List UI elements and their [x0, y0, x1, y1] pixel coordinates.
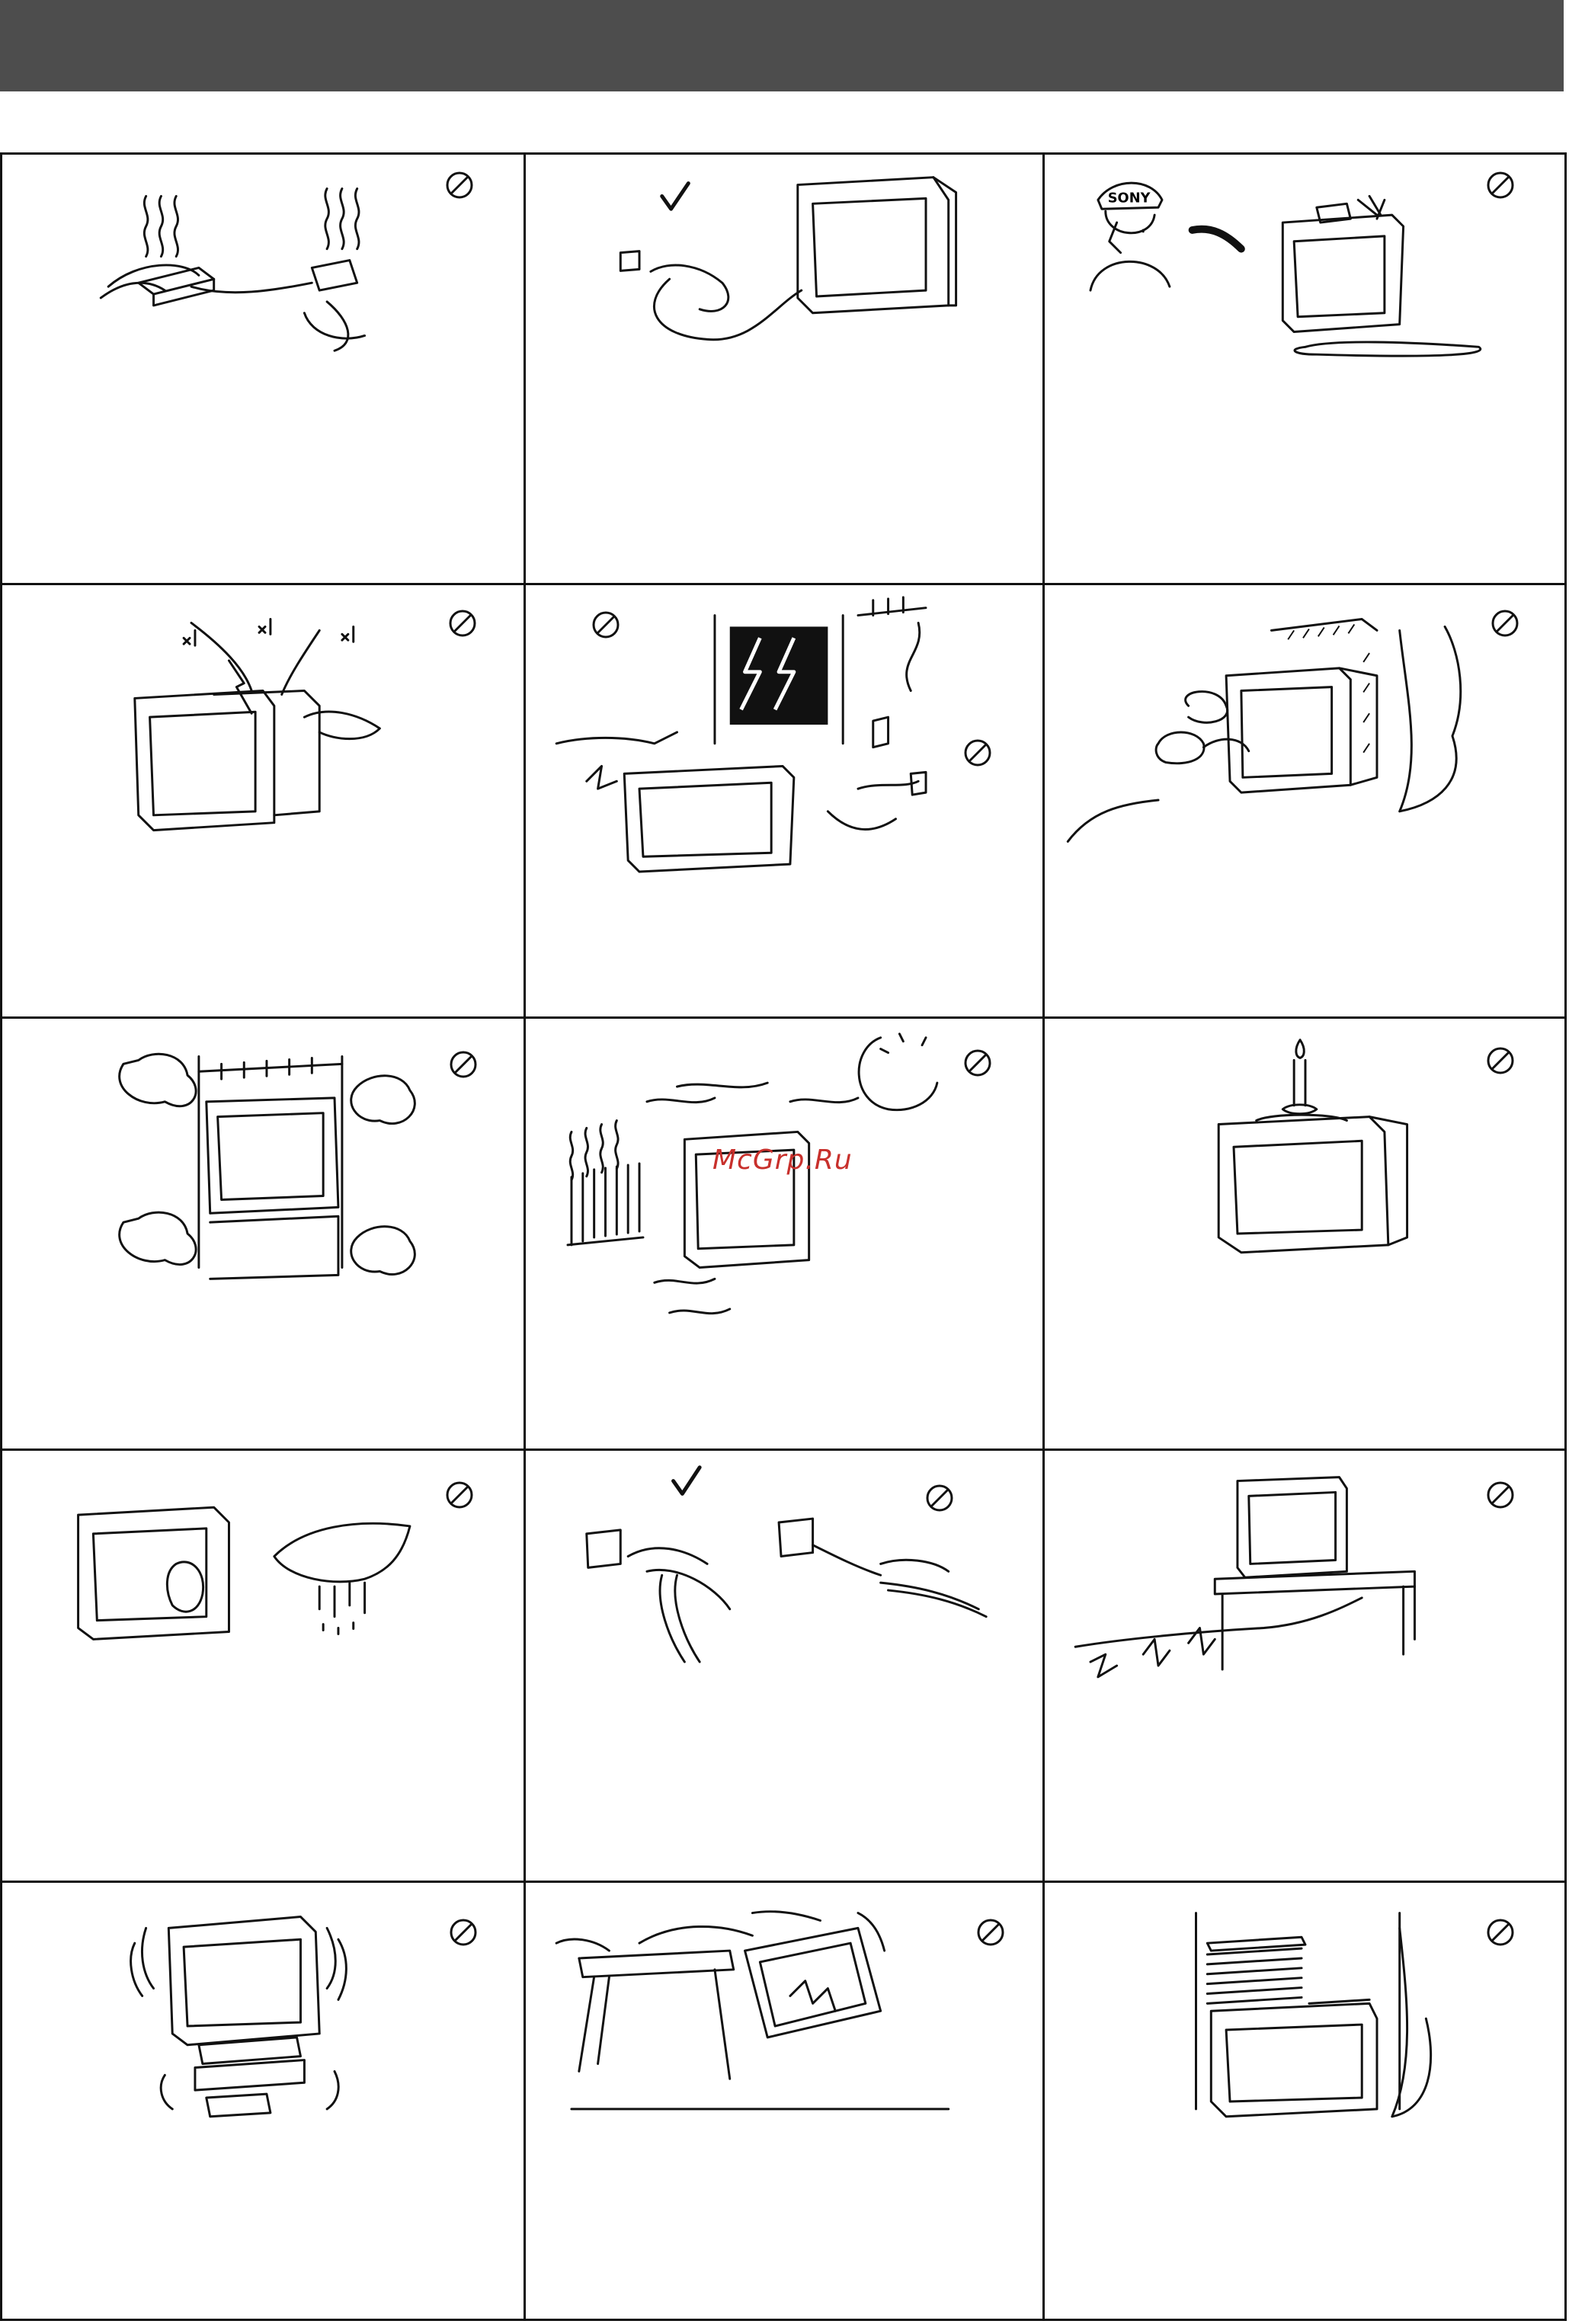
- prohibited-icon: [444, 170, 475, 200]
- illustration-power-strip: [2, 155, 524, 583]
- cell-pull-plug-not-cord: [524, 1448, 1045, 1883]
- illustration-open-cabinet: [2, 585, 524, 1016]
- illustration-unstable: [2, 1883, 524, 2319]
- cell-no-ventilation-enclosure: [0, 1016, 526, 1451]
- prohibited-icon: [447, 608, 478, 639]
- prohibited-icon: [1485, 170, 1516, 200]
- cell-lightning-storm: [524, 583, 1045, 1019]
- illustration-damaged-cord: [1045, 1451, 1564, 1881]
- cell-no-opening-cabinet: [0, 583, 526, 1019]
- cell-blocked-vents-papers: [1042, 1881, 1567, 2321]
- illustration-heat-sun: [526, 1019, 1042, 1448]
- cell-moisture-steam: [1042, 583, 1567, 1019]
- window-dark: [730, 626, 828, 725]
- cell-wet-cloth-cleaning: [0, 1448, 526, 1883]
- prohibited-icon: [444, 1480, 475, 1510]
- cell-unplug-from-outlet: [524, 152, 1045, 585]
- prohibited-icon: [962, 1048, 993, 1078]
- cell-falling-tv: [524, 1881, 1045, 2321]
- cell-candle-on-top: [1042, 1016, 1567, 1451]
- cell-heat-and-sunlight: [524, 1016, 1045, 1451]
- prohibited-icon: [448, 1917, 479, 1948]
- illustration-enclosure: [2, 1019, 524, 1448]
- illustration-lightning: [526, 585, 1042, 1016]
- prohibited-icon: [975, 1917, 1006, 1948]
- cell-unstable-stand: [0, 1881, 526, 2321]
- prohibited-icon: [1485, 1917, 1516, 1948]
- illustration-unplug: [526, 155, 1042, 583]
- sony-cap-label: SONY: [1108, 190, 1151, 206]
- illustration-candle: [1045, 1019, 1564, 1448]
- illustration-steam: [1045, 585, 1564, 1016]
- prohibited-icon: [924, 1483, 955, 1513]
- illustration-plug-handling: [526, 1451, 1042, 1881]
- header-bar: [0, 0, 1564, 91]
- illustration-wet-cloth: [2, 1451, 524, 1881]
- safety-illustration-grid: SONY: [0, 152, 1567, 2321]
- cell-damaged-cord: [1042, 1448, 1567, 1883]
- watermark-text: McGrp.Ru: [712, 1144, 853, 1176]
- cell-call-service-liquid-spill: SONY: [1042, 152, 1567, 585]
- prohibited-icon-right: [962, 738, 993, 768]
- cell-overheated-power-strip: [0, 152, 526, 585]
- prohibited-icon: [1490, 608, 1520, 639]
- illustration-papers: [1045, 1883, 1564, 2319]
- prohibited-icon: [1485, 1045, 1516, 1076]
- prohibited-icon: [448, 1049, 479, 1080]
- illustration-falling: [526, 1883, 1042, 2319]
- prohibited-icon-left: [591, 610, 621, 640]
- prohibited-icon: [1485, 1480, 1516, 1510]
- illustration-call-service: SONY: [1045, 155, 1564, 583]
